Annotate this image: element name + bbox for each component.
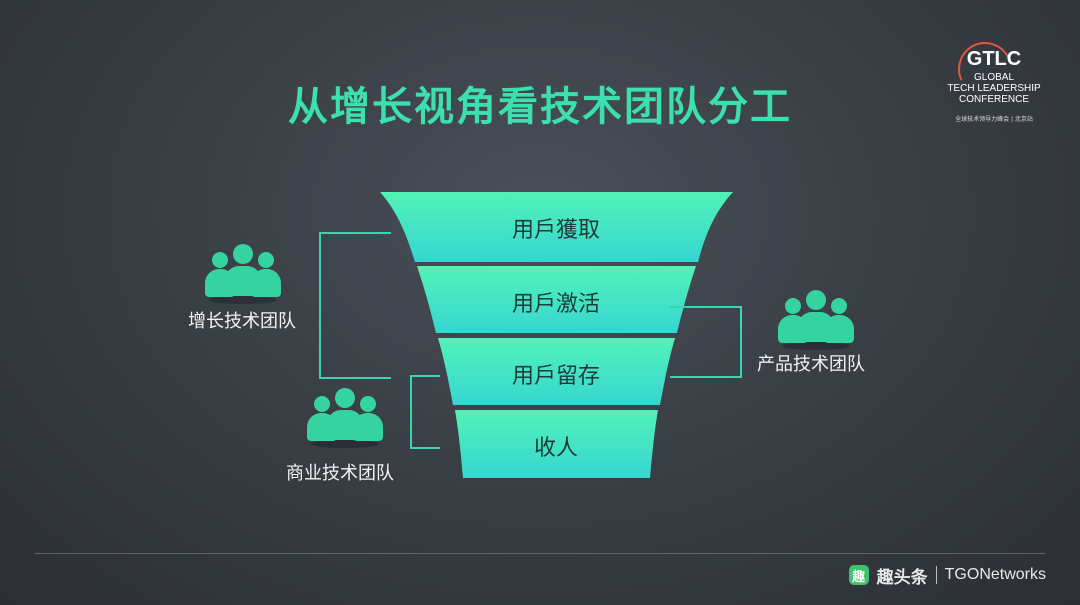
product-team-people-icon	[778, 290, 854, 350]
logo-line-1: GLOBAL	[973, 72, 1015, 83]
slide-title: 从增长视角看技术团队分工	[288, 84, 792, 130]
business-team-label: 商业技术团队	[286, 463, 394, 484]
growth-team-people-icon	[205, 244, 281, 304]
logo-gtlc-text: GTLC	[966, 48, 1022, 70]
funnel-stage-2-shape	[417, 266, 696, 333]
logo-line-2: TECH LEADERSHIP	[947, 83, 1041, 94]
funnel-stage-3-shape	[438, 338, 675, 405]
footer-separator	[935, 566, 937, 584]
logo-subtitle: 全球技术领导力峰会 | 北京站	[955, 116, 1033, 123]
funnel-stage-1-shape	[380, 192, 733, 262]
tgo-networks-brand: TGONetworks	[944, 566, 1046, 583]
footer-divider	[34, 553, 1046, 554]
funnel-stage-2-label: 用戶激活	[511, 292, 600, 317]
funnel-stage-3-label: 用戶留存	[511, 364, 600, 389]
growth-team-bracket	[319, 232, 391, 379]
logo-line-3: CONFERENCE	[958, 94, 1029, 105]
business-team-people-icon	[307, 388, 383, 448]
qutoutiao-brand: 趣头条	[876, 567, 928, 588]
gtlc-logo: GTLC GLOBAL TECH LEADERSHIP CONFERENCE 全…	[936, 34, 1052, 128]
business-team-bracket	[410, 375, 440, 449]
funnel-stage-4-shape	[455, 410, 658, 478]
funnel-stage-4-label: 收人	[533, 436, 578, 461]
growth-team-label: 增长技术团队	[188, 311, 296, 332]
funnel-stage-1-label: 用戶獲取	[511, 218, 600, 243]
footer-brands: 趣 趣头条 TGONetworks	[848, 564, 1046, 588]
product-team-label: 产品技术团队	[757, 354, 865, 375]
product-team-bracket	[670, 306, 742, 378]
qutoutiao-logo-icon: 趣	[848, 565, 869, 585]
